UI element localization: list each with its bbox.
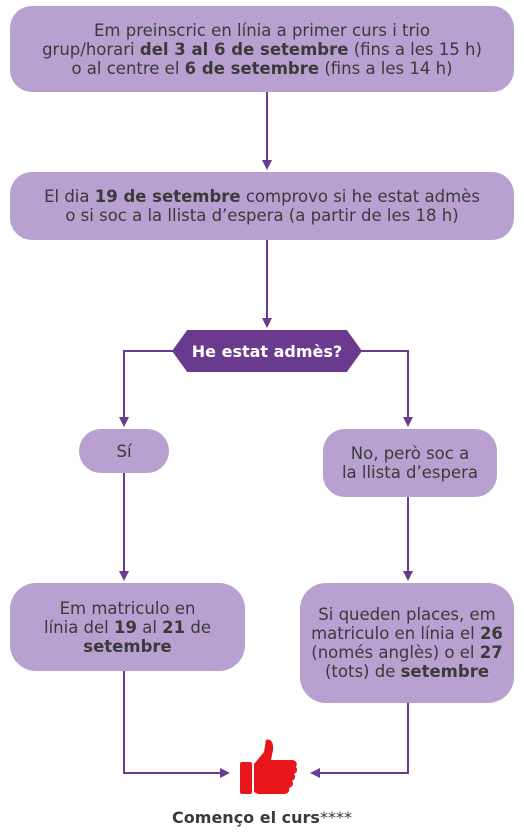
enrol-date-end: 21 [162, 617, 186, 637]
decision-label: He estat admès? [191, 341, 343, 361]
end-start-course: Començo el curs**** [0, 808, 524, 827]
step1-line3-bold: 6 de setembre [184, 58, 320, 78]
decision-admitted: He estat admès? [172, 330, 362, 372]
wait-date-27: 27 [479, 643, 503, 662]
step-enrol-online: Em matriculo en línia del 19 al 21 de se… [10, 583, 245, 671]
step1-line3-post: (fins a les 14 h) [319, 58, 453, 78]
no-line1: No, però soc a [350, 444, 470, 463]
step1-line2-pre: grup/horari [42, 39, 140, 59]
step2-line1-bold: 19 de setembre [94, 187, 241, 206]
step2-line1-pre: El dia [44, 187, 95, 206]
enrol-month: setembre [83, 636, 172, 656]
wait-month: setembre [400, 662, 490, 681]
enrol-line2-post: de [185, 617, 212, 637]
wait-line1: Si queden places, em [318, 605, 496, 624]
branch-yes: Sí [79, 429, 169, 473]
arrow-decision-yes [119, 350, 176, 427]
no-line2: la llista d’espera [341, 463, 479, 482]
arrow-decision-no [358, 350, 413, 427]
wait-line4-pre: (tots) de [324, 662, 401, 681]
step-waitlist-enrol: Si queden places, em matriculo en línia … [300, 583, 514, 703]
step1-line1: Em preinscric en línia a primer curs i t… [94, 20, 430, 40]
enrol-date-start: 19 [114, 617, 137, 637]
thumbs-up-icon [240, 739, 298, 794]
step-check-admission: El dia 19 de setembre comprovo si he est… [10, 172, 514, 240]
step2-line2: o si soc a la llista d’espera (a partir … [65, 206, 459, 225]
step-preregistration: Em preinscric en línia a primer curs i t… [10, 6, 514, 92]
wait-date-26: 26 [479, 624, 503, 643]
end-label: Començo el curs [172, 808, 320, 827]
enrol-line2-pre: línia del [43, 617, 115, 637]
enrol-line1: Em matriculo en [59, 598, 196, 618]
enrol-line2-mid: al [136, 617, 163, 637]
branch-no-waitlist: No, però soc a la llista d’espera [323, 429, 497, 497]
wait-line3: (només anglès) o el [311, 643, 480, 662]
end-suffix: **** [319, 808, 352, 827]
wait-line2-pre: matriculo en línia el [311, 624, 480, 643]
step1-line2-post: (fins a les 15 h) [348, 39, 482, 59]
step2-line1-post: comprovo si he estat admès [240, 187, 480, 206]
step1-line3-pre: o al centre el [71, 58, 185, 78]
arrow-enrol-end [123, 671, 230, 778]
yes-label: Sí [116, 441, 132, 461]
arrow-wait-end [310, 703, 409, 778]
step1-line2-bold: del 3 al 6 de setembre [139, 39, 349, 59]
